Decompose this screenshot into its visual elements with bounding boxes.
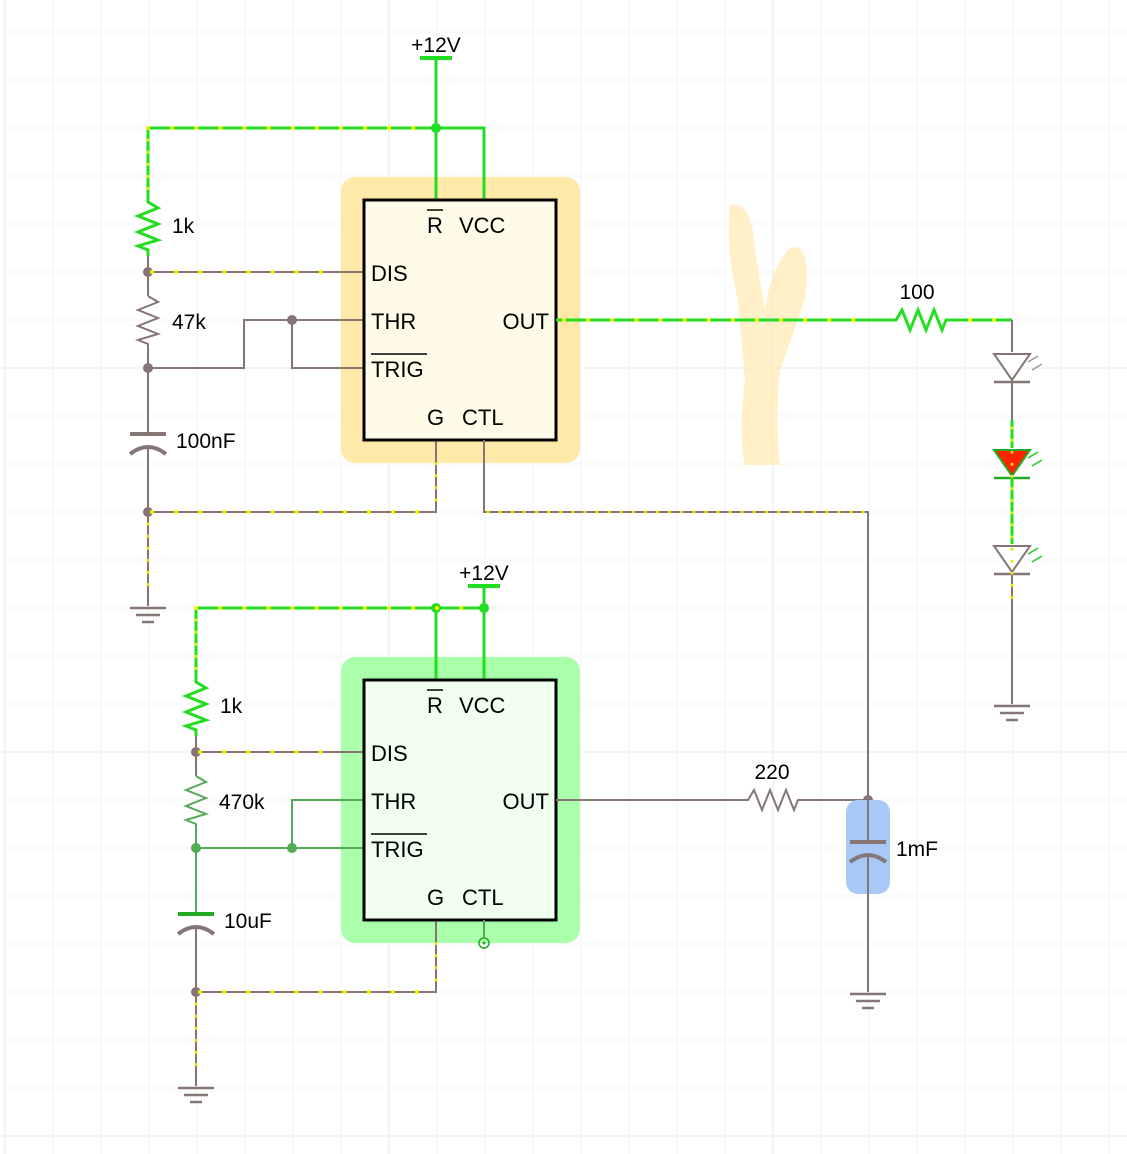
c3-label: 1mF — [896, 838, 938, 861]
timer2-pin-thr: THR — [371, 789, 416, 814]
r-out2-label: 220 — [754, 761, 789, 784]
resistor-100[interactable] — [868, 305, 964, 335]
resistor-220[interactable] — [724, 787, 868, 813]
ground-icon — [850, 992, 886, 1010]
resistor-r1[interactable] — [133, 196, 163, 256]
wire-trig1 — [291, 320, 364, 369]
capacitor-c3-selection[interactable] — [846, 800, 890, 894]
r3-label: 1k — [220, 695, 243, 718]
resistor-r2[interactable] — [134, 295, 162, 368]
timer2-pin-dis: DIS — [371, 741, 408, 766]
timer1-pin-trig: TRIG — [371, 357, 424, 382]
r4-label: 470k — [219, 791, 265, 814]
timer2-pin-r: R — [427, 693, 443, 718]
c2-label: 10uF — [224, 910, 272, 933]
scope-trace-artifact — [728, 204, 807, 465]
timer2-ctl-pin-dot — [482, 941, 486, 945]
timer1-pin-gnd: G — [427, 405, 444, 430]
timer2-pin-gnd: G — [427, 885, 444, 910]
resistor-r4[interactable] — [182, 775, 210, 848]
ground-icon — [994, 704, 1030, 722]
wire-thr2 — [291, 799, 364, 848]
timer2-pin-out: OUT — [503, 789, 549, 814]
wire-thr-trig1 — [148, 319, 364, 369]
c1-label: 100nF — [176, 430, 236, 453]
r-out1-label: 100 — [899, 281, 934, 304]
timer1-pin-ctl: CTL — [462, 405, 504, 430]
junction-node — [287, 843, 297, 853]
timer1-pin-dis: DIS — [371, 261, 408, 286]
timer1-pin-out: OUT — [503, 309, 549, 334]
junction-node — [287, 315, 297, 325]
r1-label: 1k — [172, 215, 195, 238]
timer2-pin-ctl: CTL — [462, 885, 504, 910]
led3[interactable] — [992, 545, 1043, 576]
resistor-r3[interactable] — [181, 676, 211, 736]
timer2-pin-vcc: VCC — [459, 693, 506, 718]
timer1-pin-thr: THR — [371, 309, 416, 334]
supply2-label: +12V — [459, 562, 509, 585]
r2-label: 47k — [172, 311, 206, 334]
timer1-pin-r: R — [427, 213, 443, 238]
top-rail-wire — [148, 126, 486, 200]
ground-icon — [130, 606, 166, 624]
junction-node — [479, 603, 489, 613]
timer1-pin-vcc: VCC — [459, 213, 506, 238]
wire-ctl1 — [483, 440, 869, 800]
timer2-pin-trig: TRIG — [371, 837, 424, 862]
junction-node — [431, 123, 441, 133]
supply1-label: +12V — [411, 34, 461, 57]
led1[interactable] — [992, 353, 1043, 384]
ground-icon — [178, 1086, 214, 1104]
timer2-chip[interactable] — [362, 678, 558, 922]
